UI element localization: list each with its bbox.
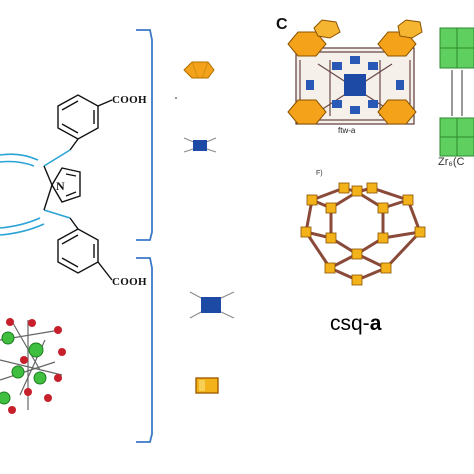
ftw-a-framework [287, 19, 423, 125]
bracket-top [136, 29, 153, 241]
zr-cluster [0, 317, 66, 414]
panel-c-label: C [276, 16, 288, 33]
csq-a-label: csq-a [330, 312, 381, 336]
blue-square-node-icon [183, 137, 217, 153]
pyrrole-ring [43, 165, 81, 211]
orange-yellow-square-icon [195, 377, 219, 394]
top-benzene-ring [57, 94, 113, 151]
ftw-a-label: ftw-a [338, 126, 356, 135]
bottom-benzene-ring [57, 217, 113, 281]
orange-octahedron-icon [183, 61, 215, 79]
porphyrin-fragment [0, 149, 71, 236]
panel-f-label: F) [316, 170, 323, 177]
cooh-top-label: COOH [112, 94, 147, 106]
bracket-bottom [136, 257, 153, 443]
zr6-label: Zr₆(C [438, 156, 465, 168]
csq-a-nodes [300, 182, 426, 286]
csq-label-bold: a [369, 312, 382, 335]
zr-column-fragment [439, 27, 474, 157]
cooh-bottom-label: COOH [112, 276, 147, 288]
nitrogen-label: N [56, 179, 65, 193]
blue-square-node-icon [189, 291, 235, 319]
csq-label-main: csq- [330, 312, 370, 335]
